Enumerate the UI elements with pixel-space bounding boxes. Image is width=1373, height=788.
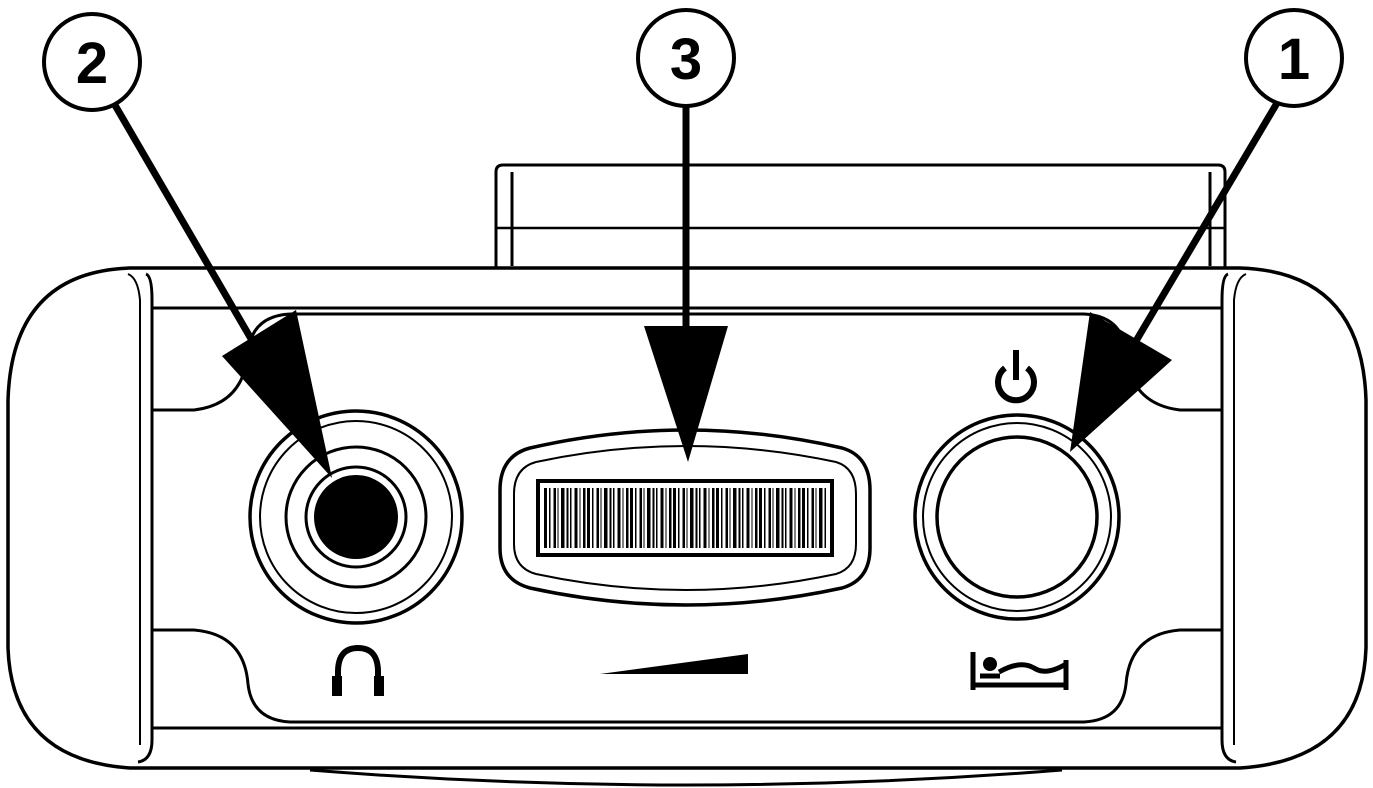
wheel-ridge (557, 488, 559, 548)
wheel-ridge (622, 488, 624, 548)
wheel-ridge (596, 488, 599, 548)
callout-volume: 3 (636, 8, 736, 108)
wheel-ridge (703, 488, 707, 548)
wheel-ridge (647, 488, 651, 548)
wheel-ridge (729, 488, 731, 548)
wheel-ridge (733, 488, 737, 548)
wheel-ridge (708, 488, 710, 548)
wheel-ridge (600, 488, 602, 548)
left-end-cap (127, 272, 154, 764)
callout-number: 1 (1278, 27, 1310, 92)
wheel-ridge (794, 488, 796, 548)
wheel-ridge (716, 488, 719, 548)
power-icon (995, 350, 1037, 404)
volume-ramp-icon (600, 654, 748, 674)
wheel-ridge (613, 488, 615, 548)
wheel-ridge (721, 488, 723, 548)
wheel-ridge (807, 488, 809, 548)
wheel-ridge (699, 488, 701, 548)
wheel-ridge (798, 488, 801, 548)
wheel-ridge (673, 488, 676, 548)
headphone-jack[interactable] (248, 409, 464, 625)
volume-wheel[interactable] (498, 428, 872, 607)
wheel-ridge (566, 488, 569, 548)
wheel-ridge (682, 488, 685, 548)
wheel-ridge (725, 488, 728, 548)
wheel-ridge (742, 488, 744, 548)
wheel-ridge (592, 488, 594, 548)
arrows (108, 96, 1284, 478)
wheel-ridge (819, 488, 823, 548)
wheel-ridge (656, 488, 658, 548)
arrow-to-headphone-jack (108, 98, 332, 478)
wheel-ridge (574, 488, 578, 548)
wheel-ridge (561, 488, 565, 548)
wheel-ridge (579, 488, 581, 548)
wheel-ridge (695, 488, 698, 548)
wheel-ridge (678, 488, 680, 548)
callout-number: 2 (76, 31, 108, 96)
wheel-ridge (570, 488, 572, 548)
wheel-ridge (639, 488, 642, 548)
wheel-ridge (768, 488, 771, 548)
callout-power: 1 (1244, 8, 1344, 108)
wheel-ridge (755, 488, 758, 548)
wheel-ridge (617, 488, 621, 548)
right-end-cap (1220, 272, 1247, 764)
wheel-ridge (802, 488, 805, 548)
wheel-ridge (553, 488, 556, 548)
wheel-ridge (811, 488, 814, 548)
wheel-ridge (781, 488, 784, 548)
wheel-ridge (712, 488, 715, 548)
wheel-ridge (604, 488, 608, 548)
body-bottom-edge (309, 768, 1063, 787)
wheel-ridges (544, 488, 826, 548)
wheel-ridge (815, 488, 817, 548)
wheel-ridge (772, 488, 774, 548)
belt-clip (494, 163, 1227, 268)
wheel-ridge (785, 488, 787, 548)
wheel-ridge (686, 488, 688, 548)
wheel-ridge (549, 488, 551, 548)
wheel-ridge (759, 488, 762, 548)
wheel-ridge (669, 488, 672, 548)
wheel-ridge (751, 488, 753, 548)
wheel-ridge (583, 488, 586, 548)
wheel-ridge (764, 488, 766, 548)
wheel-ridge (587, 488, 590, 548)
wheel-ridge (690, 488, 694, 548)
arrow-to-power-button (1070, 96, 1284, 452)
headphone-icon (332, 644, 384, 696)
wheel-ridge (665, 488, 667, 548)
callout-number: 3 (670, 27, 702, 92)
wheel-ridge (746, 488, 750, 548)
sleep-bed-icon (970, 652, 1069, 690)
wheel-ridge (643, 488, 645, 548)
wheel-ridge (544, 488, 547, 548)
wheel-ridge (635, 488, 637, 548)
wheel-ridge (776, 488, 780, 548)
wheel-ridge (630, 488, 633, 548)
wheel-ridge (789, 488, 793, 548)
wheel-ridge (626, 488, 629, 548)
power-button[interactable] (913, 413, 1121, 621)
wheel-ridge (660, 488, 664, 548)
wheel-ridge (824, 488, 826, 548)
wheel-ridge (652, 488, 655, 548)
arrow-to-volume-wheel (644, 102, 728, 462)
wheel-ridge (609, 488, 612, 548)
callout-headphone: 2 (42, 12, 142, 112)
wheel-ridge (738, 488, 741, 548)
